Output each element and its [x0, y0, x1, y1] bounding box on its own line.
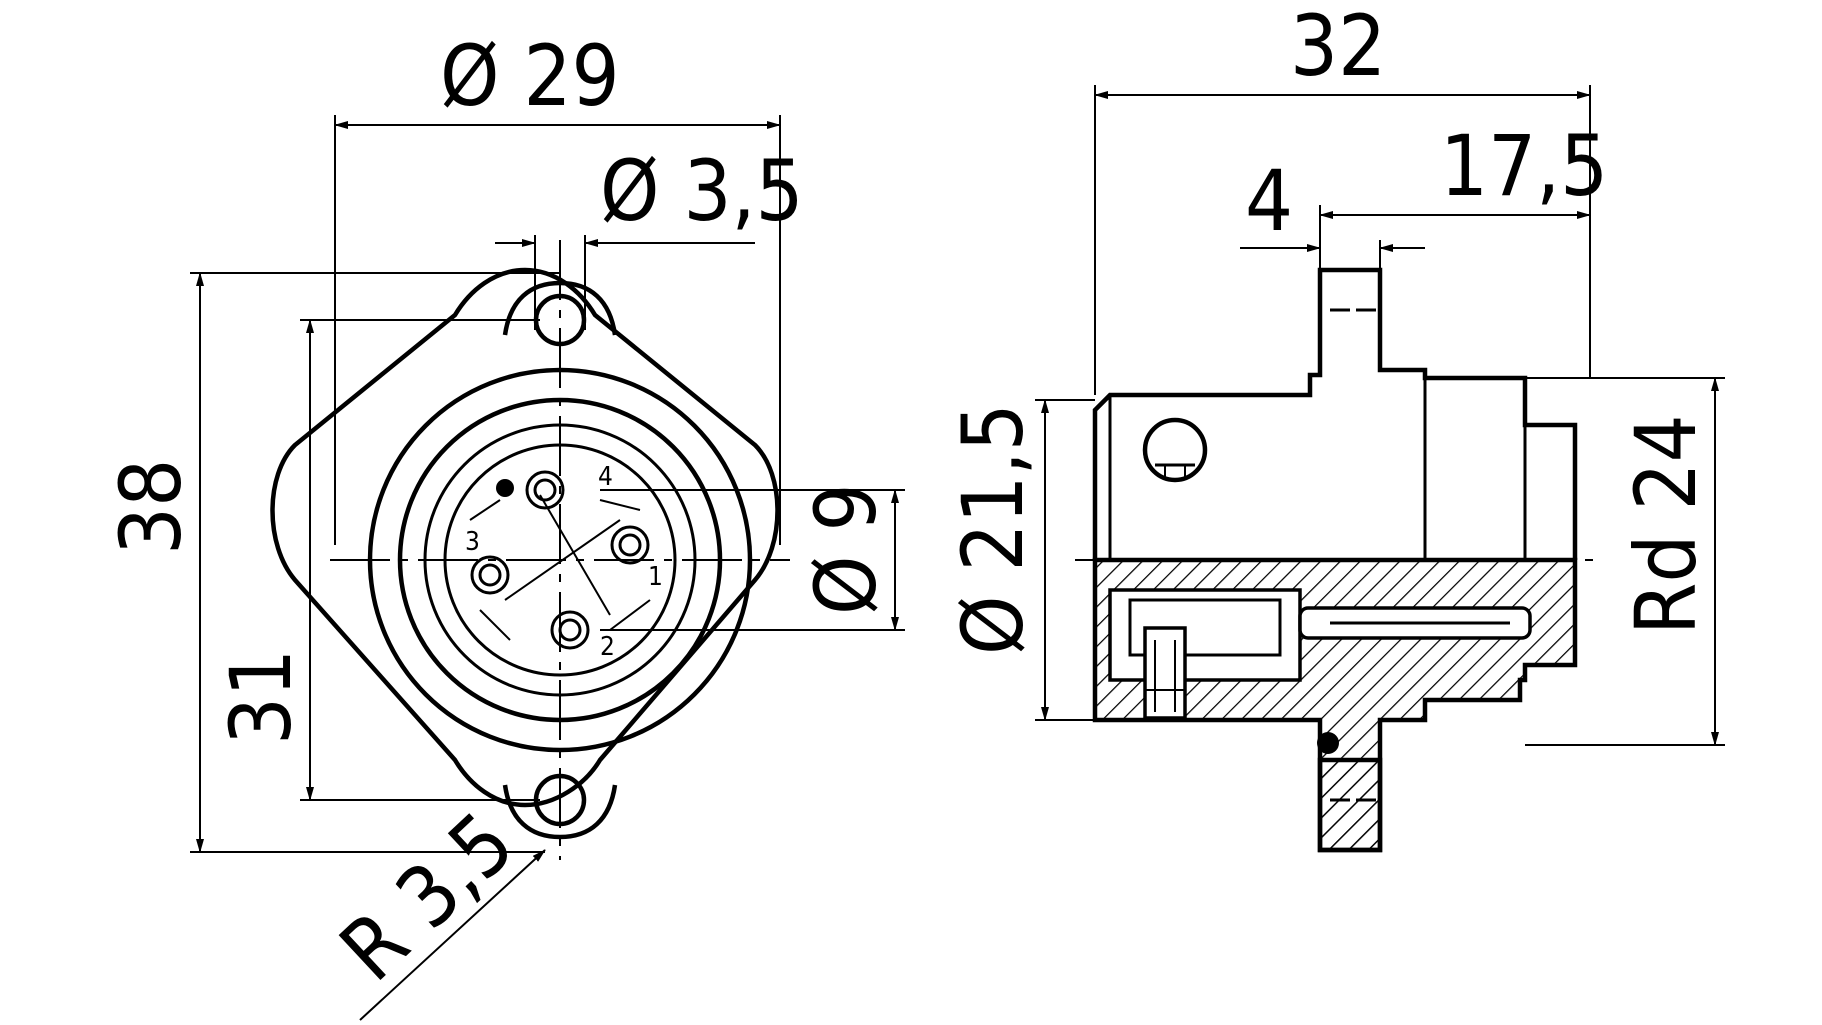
pin-diagonal-line — [539, 494, 611, 616]
hole-spacing-label: 31 — [212, 649, 310, 745]
thread-label: Rd 24 — [1617, 414, 1715, 635]
set-screw — [1143, 626, 1187, 720]
body-upper-outline — [1092, 267, 1578, 560]
pin-label-4: 4 — [598, 462, 613, 492]
pin-circle-label: Ø 9 — [797, 483, 895, 615]
contact-pins — [469, 470, 651, 650]
pin-label-1: 1 — [648, 562, 663, 592]
total-length-label: 32 — [1290, 0, 1386, 95]
overall-height-label: 38 — [102, 459, 200, 555]
side-view: 32 17,5 4 Ø 21,5 Rd 24 — [944, 0, 1725, 853]
front-view: 1 2 3 4 Ø 29 Ø 3,5 38 31 Ø 9 — [102, 27, 905, 1021]
body-diameter-label: Ø 21,5 — [944, 403, 1042, 655]
pin-diagonal-line — [504, 519, 621, 601]
corner-radius-label: R 3,5 — [322, 794, 533, 1000]
bottom-ear — [502, 784, 618, 840]
corner-radius-leader — [359, 849, 546, 1021]
pin-label-2: 2 — [600, 632, 615, 662]
flange-outline — [270, 267, 780, 808]
side-screw-hole — [1142, 417, 1208, 483]
flange-diameter-label: Ø 29 — [440, 27, 620, 125]
o-ring-icon — [1317, 732, 1339, 754]
hole-diameter-label: Ø 3,5 — [600, 142, 804, 240]
pin-label-3: 3 — [465, 527, 480, 557]
flange-thickness-label: 4 — [1245, 152, 1293, 250]
coding-key-icon — [496, 479, 514, 497]
rear-length-label: 17,5 — [1440, 117, 1608, 215]
